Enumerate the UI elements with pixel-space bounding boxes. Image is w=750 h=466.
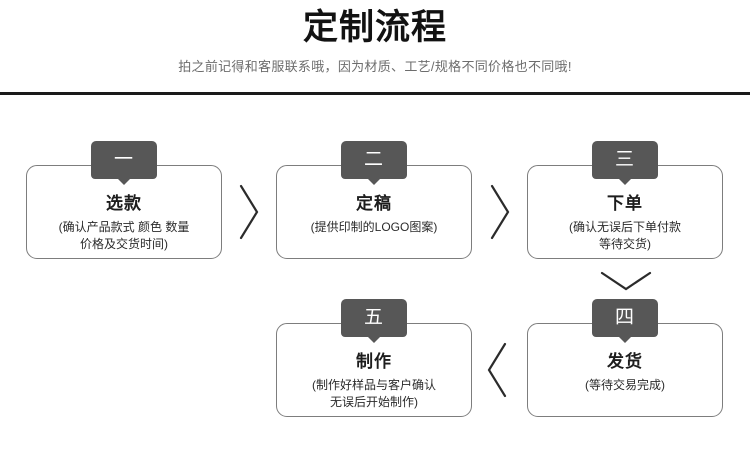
step-3-description: (确认无误后下单付款 等待交货) [569, 220, 681, 251]
flow-step-3: 三 下单 (确认无误后下单付款 等待交货) [527, 141, 723, 259]
step-1-number-badge: 一 [91, 141, 157, 179]
step-4-number-badge: 四 [592, 299, 658, 337]
page-subtitle: 拍之前记得和客服联系哦，因为材质、工艺/规格不同价格也不同哦! [178, 59, 572, 74]
chevron-right-icon [487, 181, 513, 243]
step-2-description: (提供印制的LOGO图案) [310, 220, 438, 234]
step-2-number-badge: 二 [341, 141, 407, 179]
flow-step-4: 四 发货 (等待交易完成) [527, 299, 723, 417]
step-1-description: (确认产品款式 颜色 数量 价格及交货时间) [58, 220, 190, 251]
step-2-title: 定稿 [356, 194, 392, 213]
step-5-number-badge: 五 [341, 299, 407, 337]
page-header: 定制流程 拍之前记得和客服联系哦，因为材质、工艺/规格不同价格也不同哦! [0, 0, 750, 76]
step-4-body: 发货 (等待交易完成) [528, 350, 722, 394]
step-5-description: (制作好样品与客户确认 无误后开始制作) [312, 378, 436, 409]
step-1-body: 选款 (确认产品款式 颜色 数量 价格及交货时间) [27, 192, 221, 253]
flow-step-1: 一 选款 (确认产品款式 颜色 数量 价格及交货时间) [26, 141, 222, 259]
flow-step-2: 二 定稿 (提供印制的LOGO图案) [276, 141, 472, 259]
step-4-description: (等待交易完成) [585, 378, 665, 392]
step-3-body: 下单 (确认无误后下单付款 等待交货) [528, 192, 722, 253]
chevron-right-icon [236, 181, 262, 243]
step-3-number-badge: 三 [592, 141, 658, 179]
flow-step-5: 五 制作 (制作好样品与客户确认 无误后开始制作) [276, 299, 472, 417]
header-divider [0, 92, 750, 95]
page-title: 定制流程 [302, 8, 447, 47]
chevron-down-icon [597, 268, 655, 294]
step-5-title: 制作 [356, 352, 392, 371]
step-4-title: 发货 [607, 352, 643, 371]
step-2-body: 定稿 (提供印制的LOGO图案) [277, 192, 471, 236]
process-flow-diagram: 一 选款 (确认产品款式 颜色 数量 价格及交货时间) 二 定稿 (提供印制的L… [0, 100, 750, 466]
step-1-title: 选款 [106, 194, 142, 213]
chevron-left-icon [484, 339, 510, 401]
step-3-title: 下单 [607, 194, 643, 213]
step-5-body: 制作 (制作好样品与客户确认 无误后开始制作) [277, 350, 471, 411]
